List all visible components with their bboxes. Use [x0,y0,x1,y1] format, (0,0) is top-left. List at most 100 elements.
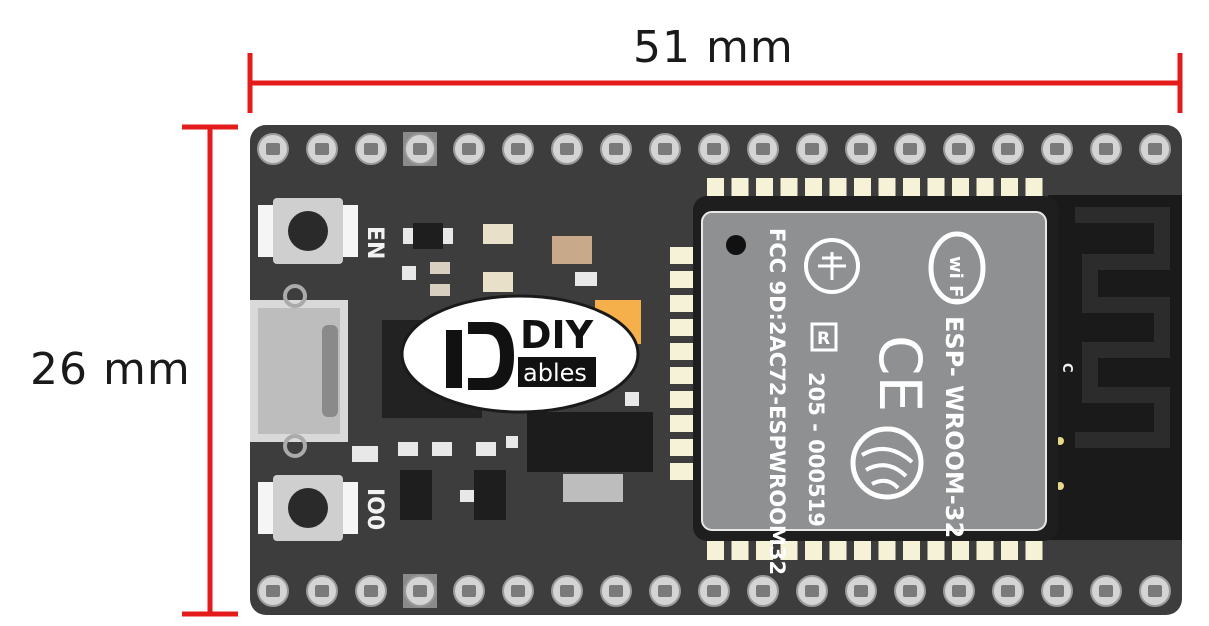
module-pad-left [670,295,698,312]
height-dimension [182,124,238,617]
height-dimension-label: 26 mm [30,344,191,395]
bottom-header-pin-hole [903,585,917,597]
resistor-2 [483,272,513,292]
bottom-header-pin-hole [609,585,623,597]
header-pins-bottom [257,574,1171,608]
top-header-pin-hole [609,143,623,155]
top-header-pin-hole [952,143,966,155]
transistor-1 [400,470,432,520]
header-pins-top [257,132,1171,166]
module-pad-top [780,178,798,198]
module-pad-left [670,343,698,360]
top-header-pin-hole [511,143,525,155]
module-pad-left [670,271,698,288]
module-pad-left [670,367,698,384]
bottom-header-pin-hole [413,585,427,597]
module-pad-bottom [878,540,896,560]
module-pad-top [1001,178,1018,198]
module-pads-left [670,247,698,480]
io0-button [258,475,358,541]
logo-ables-text: ables [523,359,587,387]
module-pad-left [670,463,698,480]
cert-text: 205 - 000519 [804,372,828,527]
module-pad-top [976,178,994,198]
smd-pad-10 [460,490,474,502]
module-pad-bottom [805,540,822,560]
top-header-pin-hole [805,143,819,155]
module-pad-left [670,415,698,432]
telec-mark-icon [804,238,860,294]
module-pad-top [707,178,724,198]
bottom-header-pin-hole [805,585,819,597]
bottom-header-pin-hole [707,585,721,597]
espressif-logo-icon [850,426,924,500]
module-pad-top [952,178,969,198]
bottom-header-pin-hole [364,585,378,597]
usb-c-opening [322,325,338,417]
module-pad-bottom [829,540,847,560]
en-label: EN [362,226,387,259]
top-header-pin-hole [266,143,280,155]
module-pad-bottom [854,540,871,560]
smd-pad-7 [398,442,418,456]
bottom-header-pin-hole [462,585,476,597]
bottom-header-pin-hole [560,585,574,597]
module-pad-left [670,319,698,336]
esp-wroom-32-module: FCC 9D:2AC72-ESPWROOM32 ESP- WROOM-32 20… [693,196,1058,575]
smd-pad-4 [575,272,597,286]
telec-mark-glyph [818,252,846,280]
module-pad-left [670,439,698,456]
bottom-header-pin-hole [658,585,672,597]
antenna-mark: C [1059,363,1074,373]
model-text: ESP- WROOM-32 [940,316,968,538]
width-dimension [247,53,1183,113]
top-header-pin-hole [413,143,427,155]
antenna-area: C [1048,195,1182,540]
top-header-pin-hole [1050,143,1064,155]
usb-c-mount-bottom [283,434,307,458]
smd-pad-1 [402,266,416,280]
module-pads-bottom [707,540,1043,560]
io0-button-cap [288,488,328,528]
module-pad-left [670,391,698,408]
module-pad-bottom [1025,540,1043,560]
top-header-pin-hole [1001,143,1015,155]
bottom-header-pin-hole [1001,585,1015,597]
module-pads-top [707,178,1043,198]
io0-label: IO0 [362,488,387,530]
width-dimension-label: 51 mm [633,22,794,73]
espressif-logo-glyph [860,446,914,490]
wifi-logo-text: wi Fi [945,256,966,304]
top-header-pin-hole [903,143,917,155]
module-pad-top [854,178,871,198]
antenna-trace [1075,207,1170,448]
bottom-header-pin-hole [1148,585,1162,597]
logo-mark-left [446,330,462,388]
top-header-pin-hole [1148,143,1162,155]
smd-pad-9 [476,442,496,456]
module-pad-top [927,178,945,198]
pin1-marker [726,235,746,255]
bottom-header-pin-hole [952,585,966,597]
diode-body [413,223,443,249]
bottom-header-pin-hole [1050,585,1064,597]
module-pad-bottom [707,540,724,560]
module-pad-bottom [952,540,969,560]
top-header-pin-hole [854,143,868,155]
module-pad-top [878,178,896,198]
module-pad-bottom [756,540,773,560]
bottom-header-pin-hole [854,585,868,597]
module-pad-bottom [731,540,749,560]
module-pad-top [731,178,749,198]
logo-mark-right [468,322,514,390]
module-pad-bottom [976,540,994,560]
usb-c-connector [250,284,348,458]
module-pad-top [903,178,920,198]
bottom-header-pin-hole [266,585,280,597]
diyables-logo: DIY ables [400,294,640,414]
en-button-cap [288,211,328,251]
logo-ables-bg [518,357,596,387]
smd-pad-5 [625,392,639,406]
bottom-header-pin-hole [1099,585,1113,597]
